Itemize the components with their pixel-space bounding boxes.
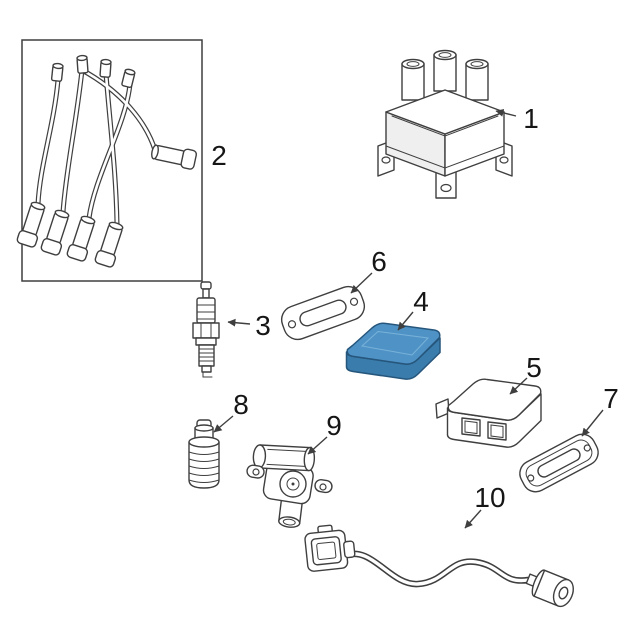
arrow-6 — [350, 272, 373, 294]
arrow-4 — [397, 311, 414, 331]
engine-control-module-drawing — [345, 322, 441, 380]
knock-sensor-drawing — [304, 524, 574, 608]
callout-4-label: 4 — [413, 286, 429, 317]
arrow-8 — [213, 415, 234, 433]
spark-plug-drawing — [192, 281, 220, 378]
arrow-9 — [307, 436, 328, 455]
mounting-plate-lower-drawing — [519, 433, 599, 493]
ignition-coil-drawing — [377, 49, 513, 199]
capacitor-drawing — [188, 419, 220, 489]
callout-labels: 1 2 3 4 5 6 7 8 9 10 — [211, 103, 619, 513]
arrow-3 — [227, 318, 251, 327]
spark-plug-wire-set-drawing — [15, 39, 203, 282]
arrow-7 — [581, 409, 604, 437]
harness-connector — [304, 524, 356, 572]
mounting-plate-upper-drawing — [280, 285, 366, 341]
callout-9-label: 9 — [326, 410, 342, 441]
callout-10-label: 10 — [474, 482, 505, 513]
plug-wires — [35, 67, 158, 227]
arrow-10 — [464, 509, 482, 529]
callout-8-label: 8 — [233, 389, 249, 420]
callout-1-label: 1 — [523, 103, 539, 134]
callout-arrows — [213, 108, 604, 529]
callout-3-label: 3 — [255, 310, 271, 341]
callout-5-label: 5 — [526, 352, 542, 383]
camshaft-sensor-drawing — [246, 444, 333, 528]
powertrain-module-drawing — [435, 378, 542, 448]
callout-7-label: 7 — [603, 383, 619, 414]
callout-6-label: 6 — [371, 246, 387, 277]
arrow-1 — [495, 108, 517, 117]
knock-sensor-body — [525, 569, 574, 608]
module-connector-ports — [461, 417, 507, 441]
arrow-5 — [509, 377, 528, 395]
callout-2-label: 2 — [211, 140, 227, 171]
